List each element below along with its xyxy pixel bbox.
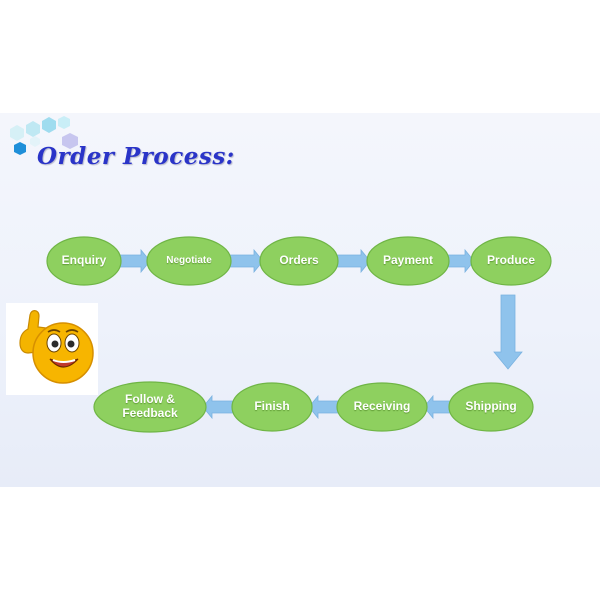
arrow-right-3-icon	[334, 248, 371, 274]
step-label-1: Enquiry	[61, 253, 107, 268]
step-node-9	[93, 381, 207, 433]
arrow-right-4-icon	[445, 248, 475, 274]
arrow-down-icon	[493, 294, 523, 370]
step-label-4: Payment	[382, 253, 434, 268]
step-label-2: Negotiate	[166, 255, 212, 267]
slide: Order Process: Enquiry Negotiate Orders Pay…	[0, 113, 600, 487]
step-label-7: Receiving	[353, 399, 411, 414]
hexagon-cluster-icon	[10, 116, 78, 155]
order-flow-diagram	[46, 236, 552, 433]
step-label-9: Follow & Feedback	[122, 392, 178, 420]
step-node-4	[366, 236, 450, 286]
arrow-left-1-icon	[423, 394, 453, 420]
arrow-right-2-icon	[227, 248, 264, 274]
step-node-5	[470, 236, 552, 286]
step-node-8	[231, 382, 313, 432]
step-label-5: Produce	[486, 253, 535, 268]
arrow-right-1-icon	[117, 248, 151, 274]
step-label-6: Shipping	[465, 399, 517, 414]
arrow-left-2-icon	[308, 394, 341, 420]
step-node-7	[336, 382, 428, 432]
arrow-left-3-icon	[202, 394, 236, 420]
step-node-2	[146, 236, 232, 286]
step-node-6	[448, 382, 534, 432]
page-title: Order Process:	[37, 143, 235, 170]
step-node-1	[46, 236, 122, 286]
thumbs-up-smiley-icon	[6, 303, 98, 395]
step-node-3	[259, 236, 339, 286]
step-label-3: Orders	[279, 253, 319, 268]
step-label-8: Finish	[254, 399, 290, 414]
